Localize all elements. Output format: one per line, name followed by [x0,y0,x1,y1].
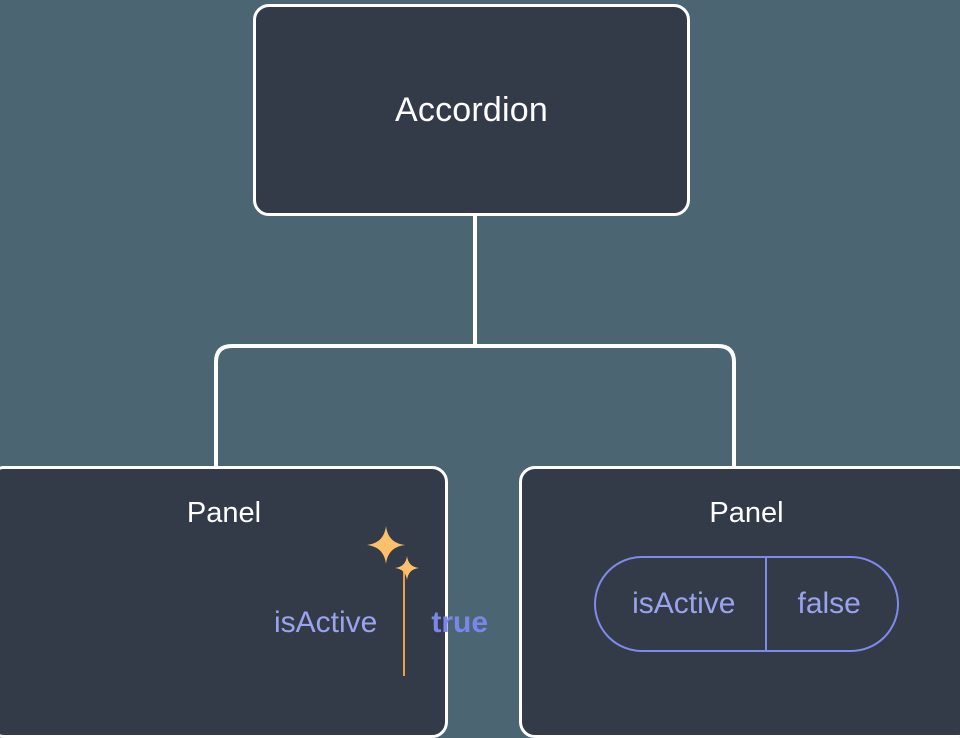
node-accordion[interactable]: Accordion [253,4,690,216]
node-panel-active[interactable]: Panel isActive true [0,466,488,738]
prop-name: isActive [274,606,378,639]
prop-pill-wrap: isActive false [522,556,960,652]
node-title: Accordion [395,90,548,129]
prop-name: isActive [632,587,736,620]
prop-pill-wrap: isActive true [0,526,488,690]
sparkle-large-icon [367,526,405,564]
node-panel-inactive[interactable]: Panel isActive false [519,466,960,738]
prop-pill[interactable]: isActive false [594,556,899,652]
prop-value: false [765,558,896,650]
connector-branch-bus [214,344,736,466]
node-title: Panel [186,497,262,529]
node-title: Panel [709,497,784,529]
prop-value: true [403,570,528,676]
